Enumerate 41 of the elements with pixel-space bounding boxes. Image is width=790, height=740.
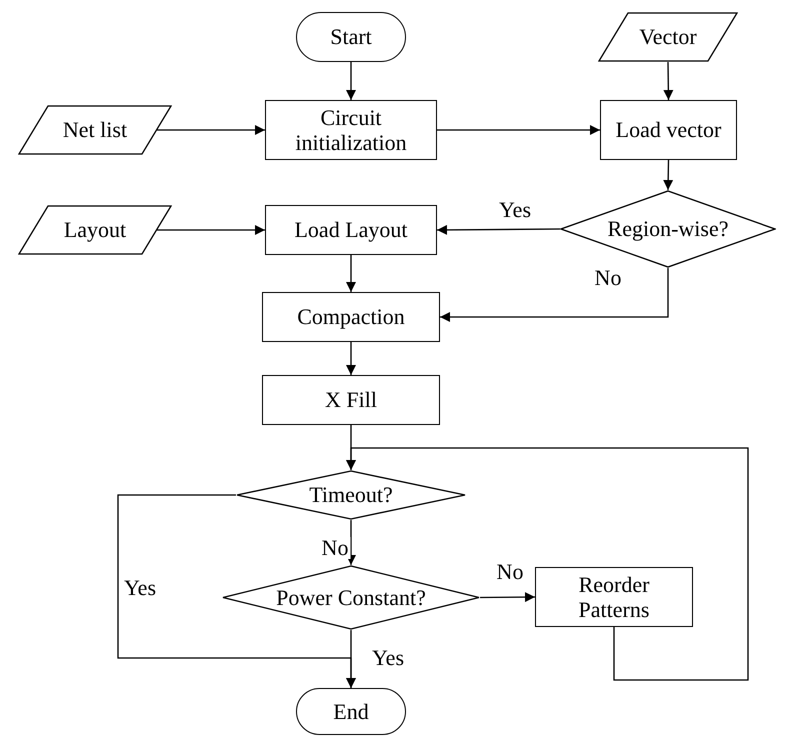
data-parallelogram	[18, 105, 172, 155]
arrow	[440, 268, 669, 322]
arrow	[663, 62, 674, 100]
node-label: Vector	[638, 24, 698, 50]
node-label: Load Layout	[293, 217, 409, 243]
arrow	[346, 447, 749, 681]
arrow	[346, 62, 356, 100]
node-label: Net list	[62, 117, 128, 143]
arrow	[346, 630, 356, 688]
node-label: Timeout?	[308, 482, 394, 508]
arrow	[346, 520, 356, 565]
decision-diamond	[236, 470, 466, 520]
node-label: Start	[329, 24, 373, 50]
process-box	[600, 100, 737, 160]
arrow	[480, 592, 535, 602]
node-label: Circuit initialization	[294, 104, 408, 156]
arrow	[346, 255, 356, 292]
node-label: Power Constant?	[275, 584, 427, 610]
node-label: Region-wise?	[606, 216, 730, 242]
node-label: Reorder Patterns	[578, 572, 650, 622]
node-label: Compaction	[296, 304, 406, 330]
node-label: X Fill	[324, 387, 378, 413]
arrow	[346, 342, 356, 375]
process-box	[265, 100, 437, 160]
arrow	[437, 224, 560, 235]
arrow	[157, 125, 265, 135]
arrow	[663, 160, 674, 190]
data-parallelogram	[18, 205, 172, 255]
edge-label: No	[320, 537, 350, 559]
arrow	[157, 225, 265, 235]
process-box	[262, 292, 440, 342]
node-label: Load vector	[614, 117, 722, 143]
data-parallelogram	[598, 12, 738, 62]
decision-diamond	[560, 190, 776, 268]
decision-diamond	[222, 565, 480, 630]
process-box	[265, 205, 437, 255]
process-box	[262, 375, 440, 425]
arrow	[437, 125, 600, 135]
process-box	[535, 567, 693, 627]
node-label: End	[332, 698, 370, 724]
node-label: Layout	[62, 217, 128, 243]
